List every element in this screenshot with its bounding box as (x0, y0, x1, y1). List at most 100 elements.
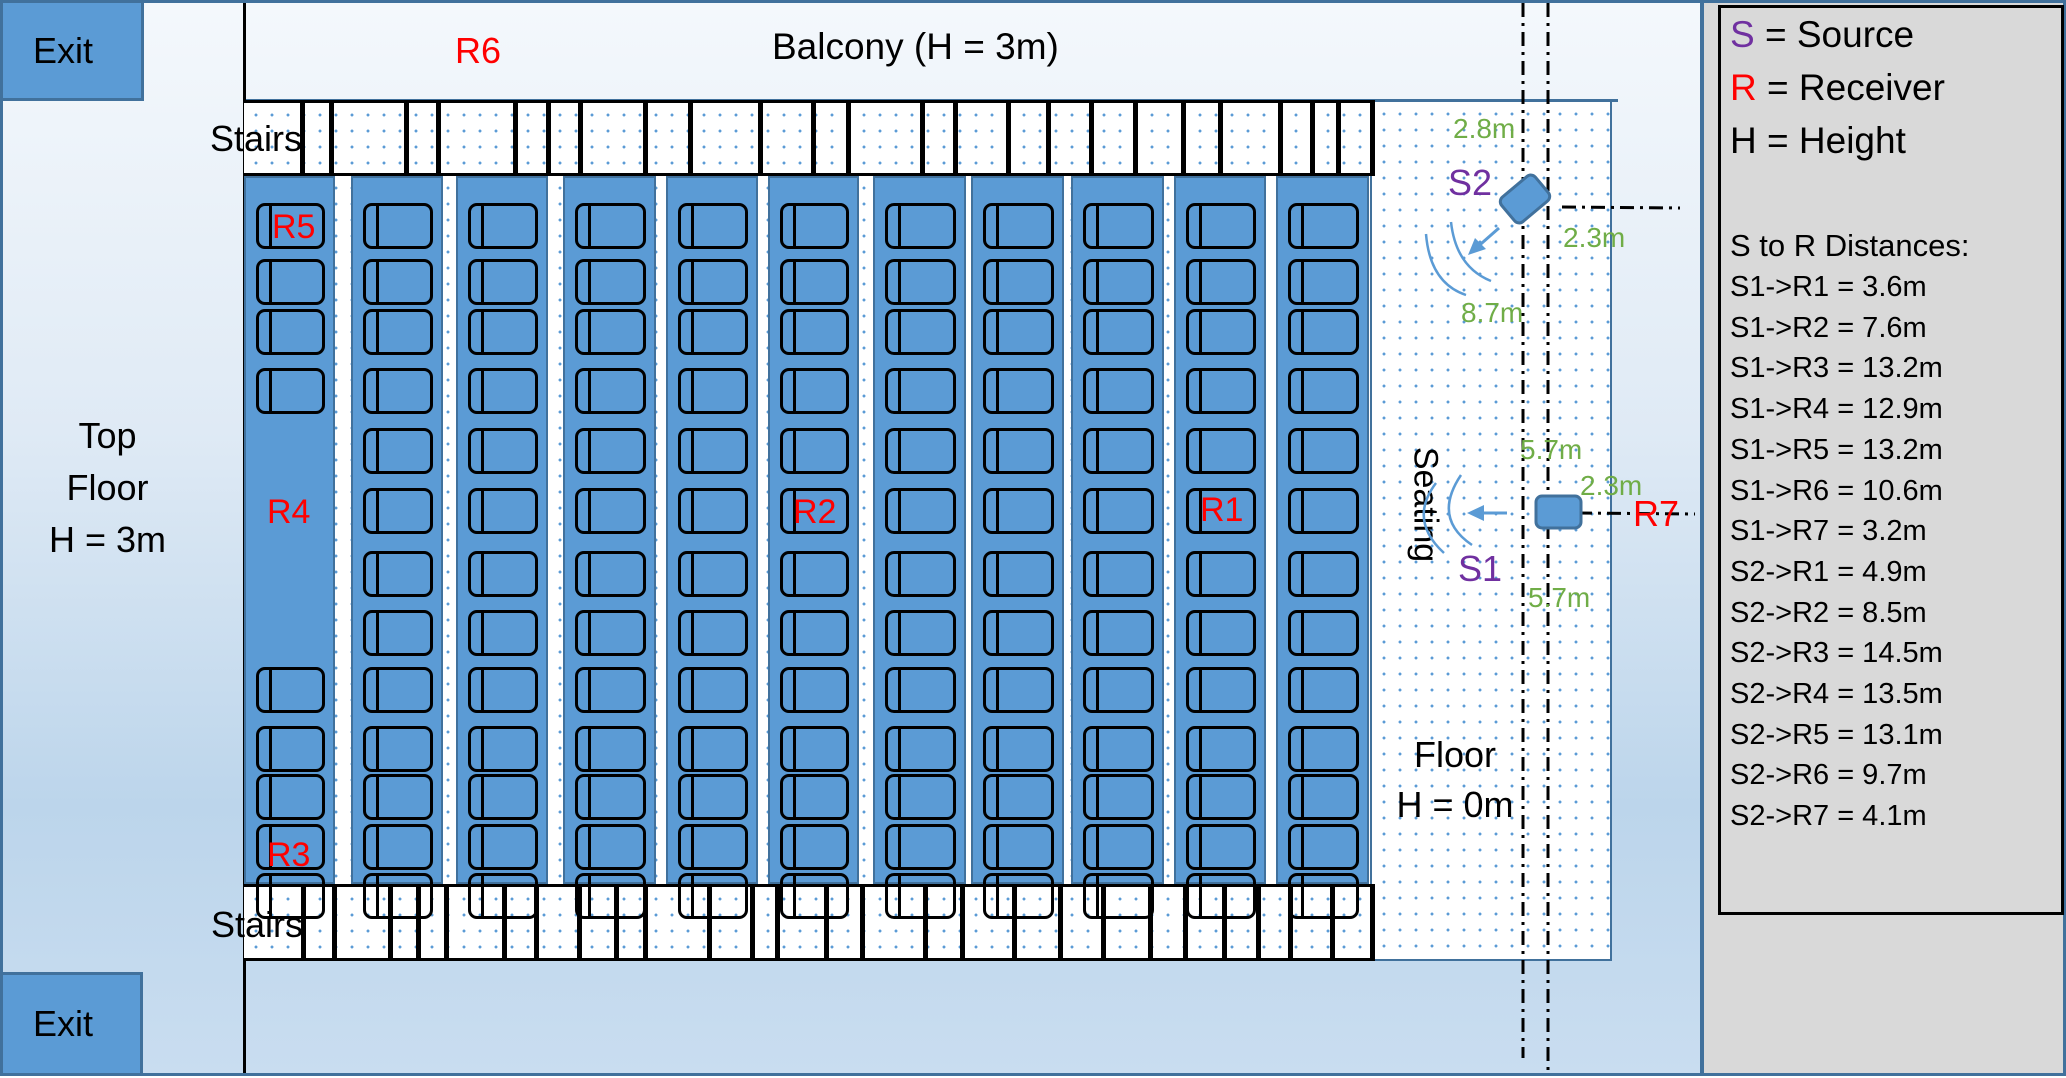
stair-step-divider (1101, 884, 1106, 961)
seat (575, 203, 646, 249)
s1-wave-inner (1447, 474, 1473, 547)
stair-step-divider (1148, 884, 1153, 961)
seat-column (1276, 176, 1369, 919)
seat (575, 726, 646, 772)
stair-step-divider (502, 884, 507, 961)
seat (575, 873, 646, 919)
seat (256, 824, 325, 870)
receiver-r4: R4 (267, 493, 311, 531)
legend-distance-item: S1->R4 = 12.9m (1730, 393, 1943, 426)
seat (468, 667, 538, 713)
seat (1186, 774, 1256, 820)
seat (363, 259, 433, 305)
seat (575, 667, 646, 713)
seat (678, 488, 748, 534)
legend-source-text: = Source (1754, 14, 1915, 55)
stair-step-divider (758, 100, 763, 176)
legend-receiver-text: = Receiver (1756, 67, 1945, 108)
receiver-r3: R3 (267, 836, 311, 874)
legend-distance-item: S1->R1 = 3.6m (1730, 271, 1927, 303)
seat (1288, 368, 1359, 414)
seat (780, 667, 849, 713)
seat (1083, 667, 1154, 713)
seat-column (244, 176, 335, 919)
seat (363, 368, 433, 414)
seat (885, 259, 956, 305)
seat (885, 203, 956, 249)
seat (468, 309, 538, 355)
seat (678, 309, 748, 355)
seat (575, 309, 646, 355)
seat (780, 551, 849, 597)
seat (983, 824, 1054, 870)
legend-box (1718, 5, 2064, 915)
seat (780, 488, 849, 534)
seat (885, 610, 956, 656)
legend-distance-item: S2->R2 = 8.5m (1730, 596, 1927, 629)
stair-step-divider (444, 884, 449, 961)
receiver-r2: R2 (793, 493, 837, 531)
seat (363, 774, 433, 820)
seat (1083, 824, 1154, 870)
s1-distance-top: 5.7m (1520, 434, 1583, 465)
seat (983, 774, 1054, 820)
seat (1288, 551, 1359, 597)
guide-line-s2 (1561, 205, 1681, 210)
legend-distance-item: S2->R3 = 14.5m (1730, 637, 1943, 670)
stair-step-divider (1058, 884, 1063, 961)
s1-distance-right: 2.3m (1580, 470, 1643, 501)
seat (780, 824, 849, 870)
seat (1288, 824, 1359, 870)
seat (678, 774, 748, 820)
balcony-label: Balcony (H = 3m) (772, 26, 1059, 67)
seat (575, 259, 646, 305)
seat (983, 610, 1054, 656)
seat (1186, 551, 1256, 597)
seat (885, 667, 956, 713)
seat (885, 551, 956, 597)
seat (468, 873, 538, 919)
seat (1288, 873, 1359, 919)
stair-step-divider (1222, 884, 1227, 961)
seat (1083, 488, 1154, 534)
seat (1186, 726, 1256, 772)
s1-wave-outer (1422, 482, 1445, 554)
legend-distance-item: S2->R5 = 13.1m (1730, 718, 1943, 751)
stair-step-divider (578, 100, 583, 176)
seat (468, 203, 538, 249)
stair-step-divider (1046, 100, 1051, 176)
seat (983, 309, 1054, 355)
stair-step-divider (1133, 100, 1138, 176)
stair-step-divider (1181, 100, 1186, 176)
stair-step-divider (546, 100, 551, 176)
stair-step-divider (824, 884, 829, 961)
stair-step-divider (1278, 100, 1283, 176)
legend-height: H = Height (1730, 120, 1906, 162)
seat (885, 873, 956, 919)
legend-receiver-symbol: R (1730, 67, 1757, 108)
legend-distance-item: S1->R3 = 13.2m (1730, 352, 1943, 385)
receiver-r7: R7 (1633, 493, 1680, 534)
seat (575, 428, 646, 474)
floor-area (1370, 100, 1612, 961)
stair-step-divider (301, 884, 306, 961)
seat (1288, 203, 1359, 249)
seat (468, 824, 538, 870)
seat (468, 726, 538, 772)
seat (885, 488, 956, 534)
seat (1083, 428, 1154, 474)
seat (256, 873, 325, 919)
seat (1288, 259, 1359, 305)
seat (363, 873, 433, 919)
stair-step-divider (577, 884, 582, 961)
seat (468, 610, 538, 656)
stair-step-divider (688, 100, 693, 176)
seat-column (971, 176, 1064, 919)
legend-distance-item: S2->R1 = 4.9m (1730, 555, 1927, 588)
seat (575, 824, 646, 870)
stair-step-divider (1330, 884, 1335, 961)
seat (363, 428, 433, 474)
seat (780, 774, 849, 820)
seat (885, 309, 956, 355)
